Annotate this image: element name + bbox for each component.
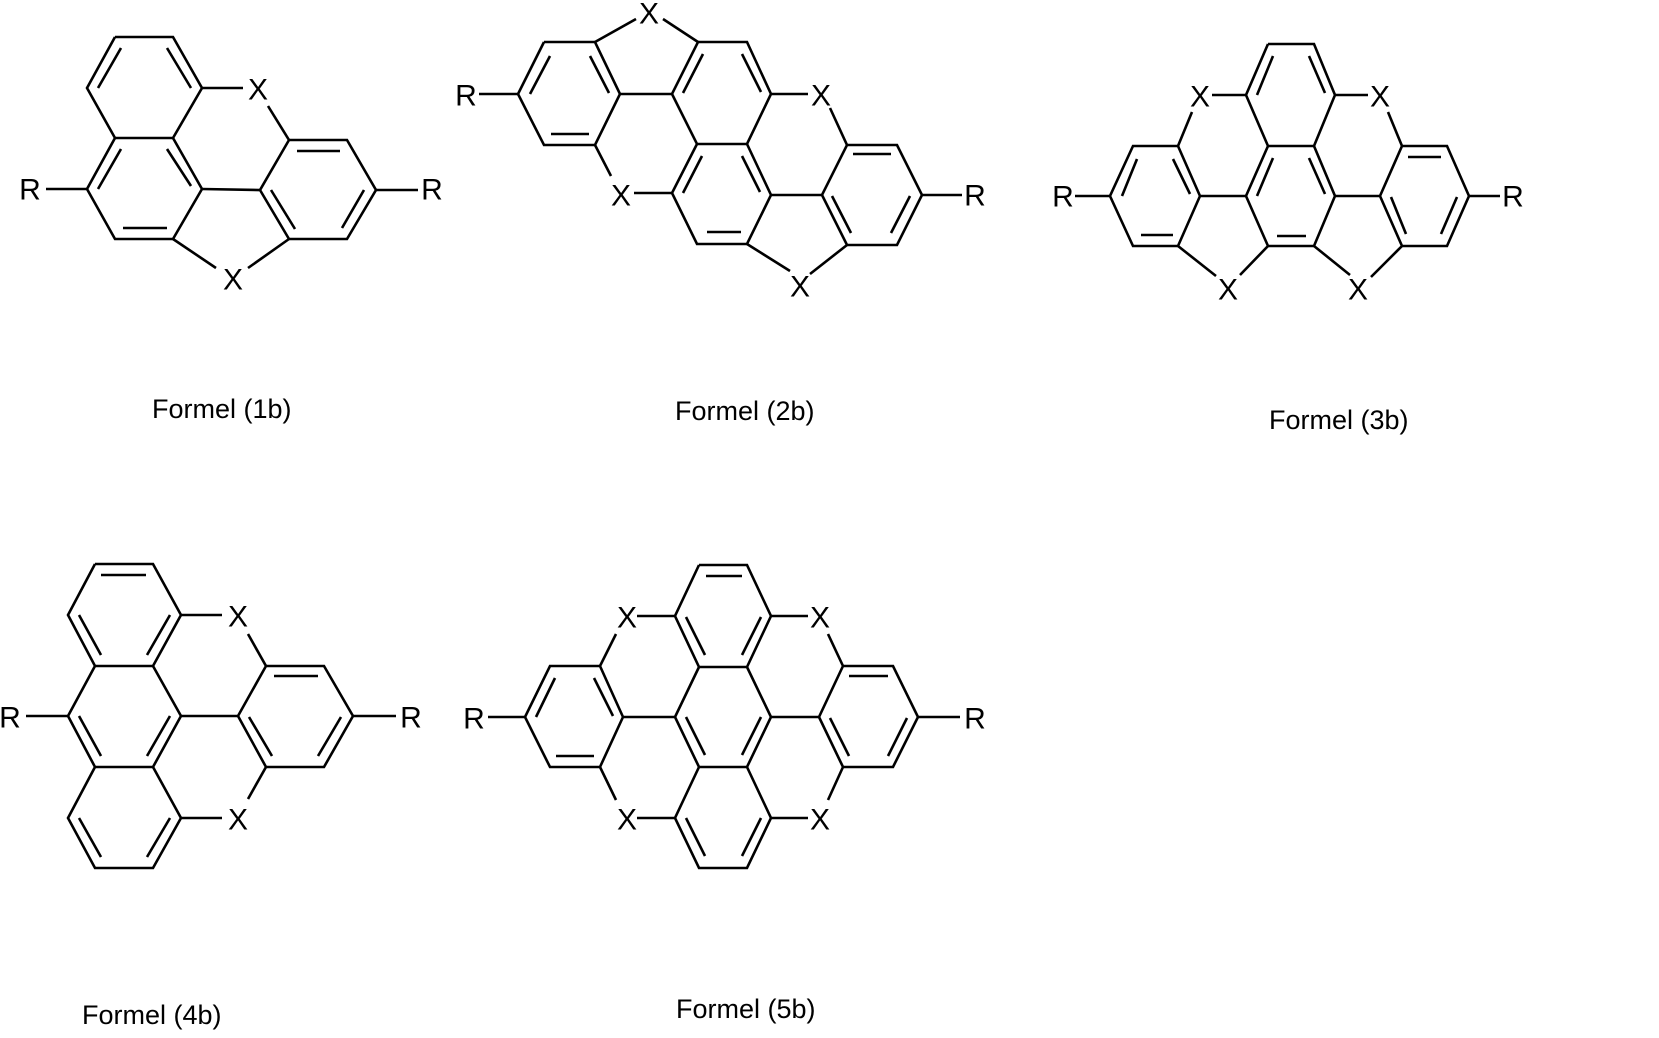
atom-x-bottom: X	[223, 264, 243, 297]
caption-formel-2b: Formel (2b)	[675, 396, 815, 426]
atom-x-bottom-left: X	[1218, 274, 1238, 307]
atom-r-left: R	[19, 174, 41, 207]
atom-x-top-right: X	[810, 602, 830, 635]
caption-formel-3b: Formel (3b)	[1269, 405, 1409, 435]
atom-x-bottom-right: X	[1348, 274, 1368, 307]
atom-x-top: X	[639, 0, 659, 31]
atom-r-left: R	[0, 702, 21, 735]
structure-formel-4b: R R X X	[0, 562, 422, 870]
atom-x-top: X	[248, 74, 268, 107]
structure-formel-5b: R R X X X X	[463, 563, 986, 870]
structure-formel-1b: R R X X	[19, 35, 443, 297]
atom-x-bottom-left: X	[617, 804, 637, 837]
atom-x-bottom-right: X	[810, 804, 830, 837]
atom-x-top-left: X	[1190, 81, 1210, 114]
caption-formel-1b: Formel (1b)	[152, 394, 292, 424]
atom-r-left: R	[1052, 181, 1074, 214]
atom-x-bottom: X	[228, 804, 248, 837]
atom-r-right: R	[1502, 181, 1524, 214]
caption-formel-5b: Formel (5b)	[676, 994, 816, 1024]
atom-x-top: X	[228, 601, 248, 634]
atom-x-top-right: X	[1370, 81, 1390, 114]
atom-x-bottom: X	[790, 271, 810, 304]
structure-formel-2b: R R X X X X	[455, 0, 986, 304]
caption-formel-4b: Formel (4b)	[82, 1000, 222, 1030]
atom-x-top-left: X	[617, 602, 637, 635]
atom-r-right: R	[421, 174, 443, 207]
atom-r-left: R	[463, 703, 485, 736]
atom-r-right: R	[964, 703, 986, 736]
atom-r-right: R	[400, 702, 422, 735]
atom-r-left: R	[455, 80, 477, 113]
atom-r-right: R	[964, 180, 986, 213]
structure-formel-3b: R R X X X X	[1052, 42, 1524, 307]
atom-x-left: X	[611, 180, 631, 213]
atom-x-right: X	[811, 80, 831, 113]
